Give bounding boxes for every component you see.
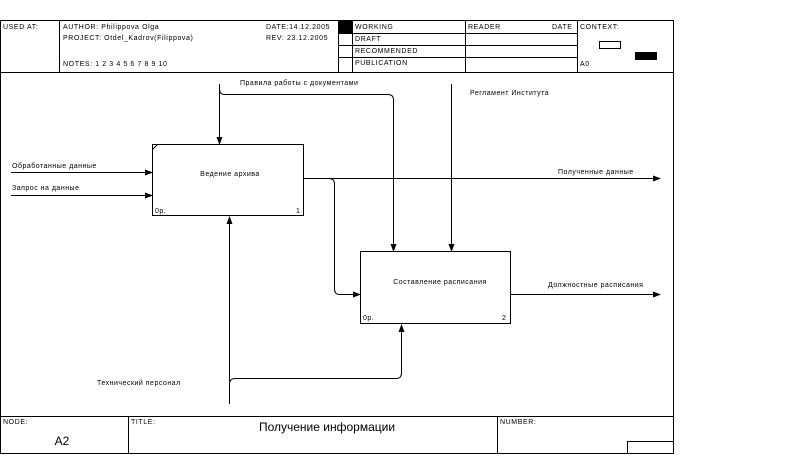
arrow-label-input-2: Запрос на данные	[12, 185, 79, 192]
status-recommended: RECOMMENDED	[355, 48, 418, 55]
activity-box-1[interactable]: Ведение архива 0р. 1	[152, 144, 304, 216]
reader-label: READER	[468, 24, 501, 31]
node-label: NODE:	[3, 419, 28, 426]
status-publication: PUBLICATION	[355, 60, 408, 67]
activity-cost-2: 0р.	[363, 315, 374, 322]
context-box-empty	[599, 41, 621, 49]
title-label: TITLE:	[131, 419, 156, 426]
node-value: A2	[55, 434, 70, 448]
project-text: PROJECT: Otdel_Kadrov(Filippova)	[63, 35, 193, 42]
activity-title-2: Составление расписания	[393, 279, 487, 286]
activity-cost-1: 0р.	[155, 208, 166, 215]
arrow-output-1[interactable]: Полученные данные	[304, 169, 661, 298]
arrow-label-control-2: Регламент Института	[470, 90, 549, 97]
arrow-label-control-1: Правила работы с документами	[240, 79, 358, 87]
arrow-control-1[interactable]: Правила работы с документами	[216, 79, 397, 252]
notes-text: NOTES: 1 2 3 4 5 6 7 8 9 10	[63, 61, 168, 68]
reader-date-label: DATE	[552, 24, 573, 31]
arrow-label-output-1: Полученные данные	[558, 169, 634, 176]
status-working: WORKING	[355, 24, 393, 31]
number-label: NUMBER:	[500, 419, 536, 426]
used-at-label: USED AT:	[3, 24, 38, 31]
context-box-filled	[635, 52, 657, 60]
activity-title-1: Ведение архива	[200, 171, 260, 178]
arrow-input-1[interactable]: Обработанные данные	[11, 162, 153, 176]
arrow-label-mechanism: Технический персонал	[97, 379, 181, 387]
arrow-mechanism[interactable]: Технический персонал	[97, 216, 405, 404]
footer-frame	[0, 416, 674, 454]
activity-box-2[interactable]: Составление расписания 0р. 2	[360, 251, 511, 324]
arrow-control-2[interactable]: Регламент Института	[448, 84, 550, 252]
status-draft: DRAFT	[355, 36, 381, 43]
rev-text: REV: 23.12.2005	[266, 35, 328, 42]
arrow-label-input-1: Обработанные данные	[12, 162, 97, 170]
arrow-output-2[interactable]: Должностные расписания	[511, 282, 661, 298]
author-text: AUTHOR: Philippova Olga	[63, 24, 159, 31]
context-node: A0	[580, 61, 590, 68]
diagram-title: Получение информации	[259, 420, 395, 434]
activity-number-2: 2	[502, 315, 506, 322]
date-text: DATE:14.12.2005	[266, 24, 330, 31]
context-label: CONTEXT:	[580, 24, 619, 31]
working-status-marker	[339, 21, 352, 33]
arrow-input-2[interactable]: Запрос на данные	[11, 185, 153, 199]
header-frame	[0, 20, 674, 73]
arrow-label-output-2: Должностные расписания	[548, 282, 643, 289]
activity-number-1: 1	[296, 208, 300, 215]
